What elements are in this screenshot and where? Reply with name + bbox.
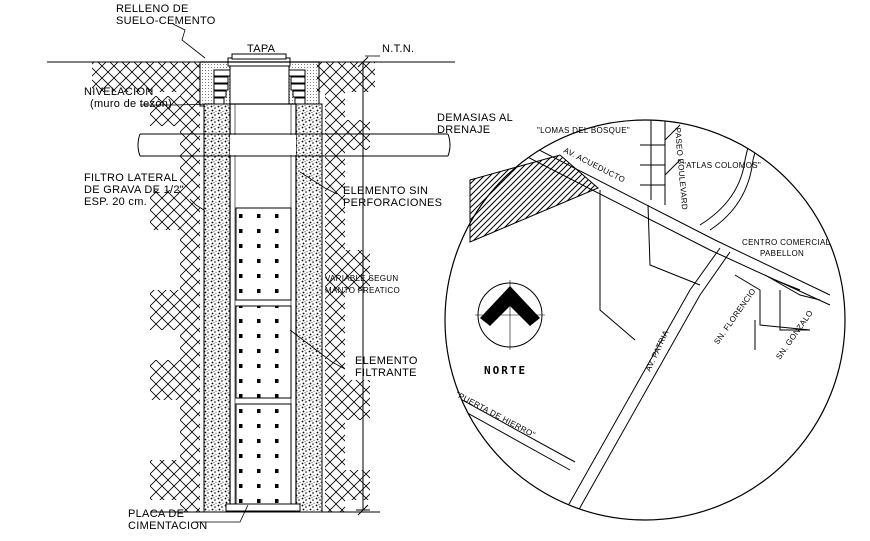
filter-element-3 xyxy=(235,403,292,505)
leveling-brick-right xyxy=(288,69,306,105)
label-relleno-line1: RELLENO DE xyxy=(116,3,189,15)
filter-element-1 xyxy=(235,207,292,301)
label-demasias-line2: DRENAJE xyxy=(437,124,490,136)
label-elemento-sin-line1: ELEMENTO SIN xyxy=(343,185,428,197)
label-variable-line1: VARIABLE SEGUN xyxy=(325,274,398,283)
label-placa-line1: PLACA DE xyxy=(128,508,184,520)
label-norte: NORTE xyxy=(484,364,527,377)
leader-lines xyxy=(140,23,380,523)
label-atlas-colomos: "ATLAS COLOMOS" xyxy=(683,161,761,170)
local-streets xyxy=(599,190,821,350)
label-centro-comercial-line1: CENTRO COMERCIAL xyxy=(742,238,831,247)
soil-left xyxy=(92,62,200,512)
label-filtro-line2: DE GRAVA DE 1/2" xyxy=(84,184,184,196)
road-av-patria xyxy=(559,247,731,520)
well-section: RELLENO DE SUELO-CEMENTO TAPA N.T.N. NIV… xyxy=(47,3,513,532)
label-elemento-sin-line2: PERFORACIONES xyxy=(343,197,442,209)
label-ntn: N.T.N. xyxy=(382,43,414,55)
label-lomas-del-bosque: "LOMAS DEL BOSQUE" xyxy=(537,126,630,135)
filter-element-2 xyxy=(235,305,292,399)
road-paseo-boulevard xyxy=(640,120,681,205)
gravel-filter-left xyxy=(203,103,231,513)
label-nivelacion-line2: (muro de tezón) xyxy=(90,98,172,110)
base-plate xyxy=(225,503,301,512)
site-lot xyxy=(469,154,599,243)
label-demasias-line1: DEMASIAS AL xyxy=(437,112,513,124)
label-elemento-filtrante-line2: FILTRANTE xyxy=(355,367,417,379)
well-cover xyxy=(200,53,320,67)
gravel-filter-right xyxy=(295,103,323,513)
label-nivelacion-line1: NIVELACION xyxy=(84,86,154,98)
north-arrow xyxy=(475,280,545,350)
label-relleno-line2: SUELO-CEMENTO xyxy=(116,15,216,27)
depth-dimension-line xyxy=(356,56,370,516)
soil-right xyxy=(317,62,375,512)
label-variable-line2: MANTO FREATICO xyxy=(325,286,400,295)
label-placa-line2: CIMENTACION xyxy=(128,520,207,532)
location-map: NORTE "LOMAS DEL BOSQUE" AV. ACUEDUCTO P… xyxy=(444,119,846,521)
label-centro-comercial-line2: PABELLON xyxy=(760,249,804,258)
label-filtro-line1: FILTRO LATERAL xyxy=(84,172,178,184)
label-filtro-line3: ESP. 20 cm. xyxy=(84,196,147,208)
label-elemento-filtrante-line1: ELEMENTO xyxy=(355,355,418,367)
label-tapa: TAPA xyxy=(247,43,276,55)
drain-pipe xyxy=(137,133,451,157)
map-circle-border xyxy=(444,119,846,521)
